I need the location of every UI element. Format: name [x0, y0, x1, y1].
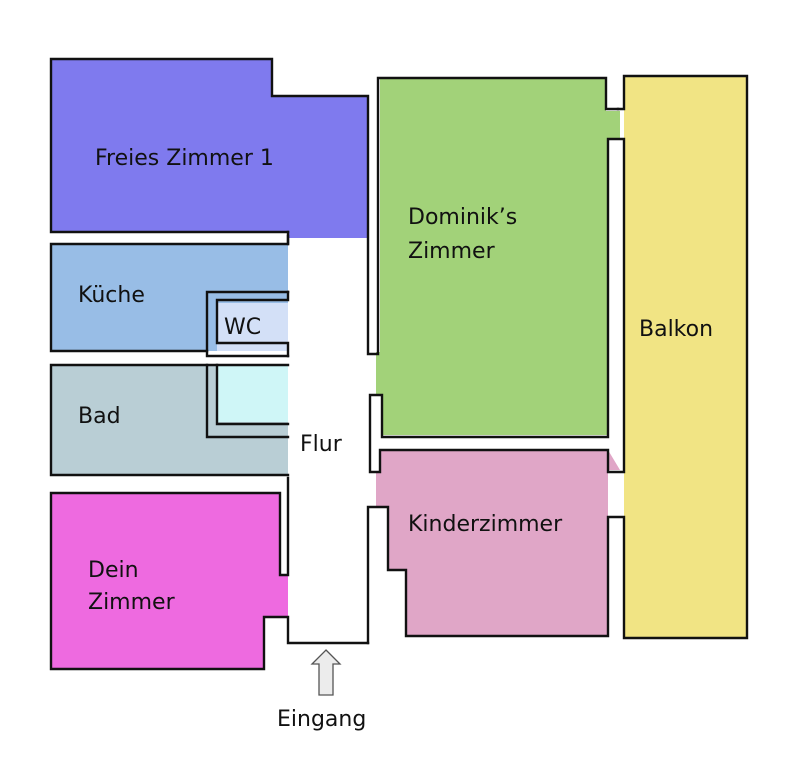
label-freies-zimmer-1: Freies Zimmer 1	[95, 146, 274, 171]
label-bad: Bad	[78, 404, 121, 429]
label-dominiks-zimmer-line2: Zimmer	[408, 239, 495, 264]
label-dominiks-zimmer-line1: Dominik’s	[408, 205, 518, 230]
room-kinderzimmer[interactable]	[376, 450, 620, 636]
room-balkon[interactable]	[624, 76, 747, 638]
label-eingang: Eingang	[277, 707, 367, 732]
entrance-arrow-icon	[310, 649, 342, 696]
label-dein-zimmer-line2: Zimmer	[88, 590, 175, 615]
label-wc: WC	[224, 315, 262, 340]
walls	[49, 57, 749, 671]
label-kinderzimmer: Kinderzimmer	[408, 512, 563, 537]
label-flur: Flur	[300, 432, 342, 457]
label-dein-zimmer-line1: Dein	[88, 558, 139, 583]
label-balkon: Balkon	[639, 317, 714, 342]
room-dein-zimmer[interactable]	[51, 493, 288, 669]
label-kueche: Küche	[78, 283, 145, 308]
room-freies-zimmer-1[interactable]	[51, 59, 368, 238]
label-dominiks-zimmer: Dominik’s Zimmer	[408, 203, 517, 267]
room-bad-nische[interactable]	[217, 365, 288, 422]
room-dominiks-zimmer[interactable]	[376, 78, 620, 435]
label-dein-zimmer: Dein Zimmer	[88, 556, 175, 618]
